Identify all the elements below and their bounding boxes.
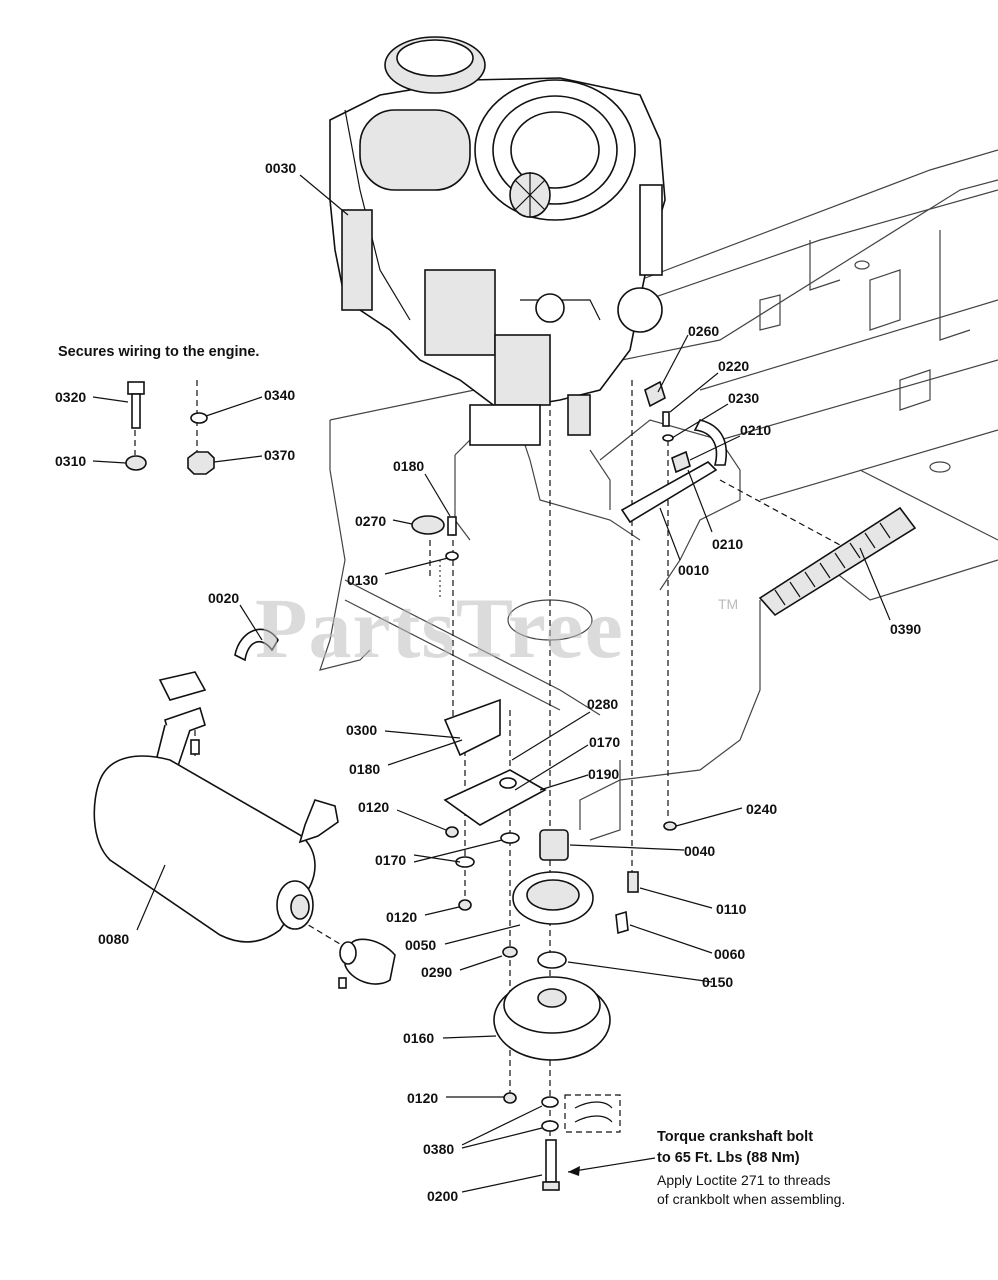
callout-0300[interactable]: 0300 (346, 722, 378, 738)
callout-0380[interactable]: 0380 (423, 1141, 455, 1157)
callout-0120-middle[interactable]: 0120 (386, 909, 418, 925)
callout-0120-upper[interactable]: 0120 (358, 799, 390, 815)
callout-0290[interactable]: 0290 (421, 964, 453, 980)
trademark-mark: TM (718, 596, 739, 612)
callout-0210-lower[interactable]: 0210 (712, 536, 744, 552)
torque-note-line1: Torque crankshaft bolt (657, 1129, 814, 1145)
partstree-watermark: PartsTree (255, 580, 624, 676)
callout-0260[interactable]: 0260 (688, 323, 720, 339)
muffler (93, 671, 396, 989)
callout-0130[interactable]: 0130 (347, 572, 379, 588)
callout-0180-upper[interactable]: 0180 (393, 458, 425, 474)
leader-lines (92, 174, 891, 1193)
callout-0060[interactable]: 0060 (714, 946, 746, 962)
callout-0310[interactable]: 0310 (55, 453, 87, 469)
callout-0220[interactable]: 0220 (718, 358, 750, 374)
callout-0280[interactable]: 0280 (587, 696, 619, 712)
engine (329, 36, 666, 446)
callout-0040[interactable]: 0040 (684, 843, 716, 859)
callout-0160[interactable]: 0160 (403, 1030, 435, 1046)
callout-0080[interactable]: 0080 (98, 931, 130, 947)
callout-0200[interactable]: 0200 (427, 1188, 459, 1204)
callout-0320[interactable]: 0320 (55, 389, 87, 405)
loctite-note-line2: of crankbolt when assembling. (657, 1191, 846, 1207)
callout-0180-lower[interactable]: 0180 (349, 761, 381, 777)
loctite-note-line1: Apply Loctite 271 to threads (657, 1172, 831, 1188)
callout-0150[interactable]: 0150 (702, 974, 734, 990)
callout-0170-lower[interactable]: 0170 (375, 852, 407, 868)
callout-0390[interactable]: 0390 (890, 621, 922, 637)
callout-0050[interactable]: 0050 (405, 937, 437, 953)
callout-0190[interactable]: 0190 (588, 766, 620, 782)
wiring-note: Secures wiring to the engine. (58, 344, 260, 360)
callout-0210-upper[interactable]: 0210 (740, 422, 772, 438)
assembly-centerlines (134, 380, 841, 1160)
callout-0370[interactable]: 0370 (264, 447, 296, 463)
callout-0020[interactable]: 0020 (208, 590, 240, 606)
callout-0270[interactable]: 0270 (355, 513, 387, 529)
callout-0120-lower[interactable]: 0120 (407, 1090, 439, 1106)
callout-0230[interactable]: 0230 (728, 390, 760, 406)
torque-note-line2: to 65 Ft. Lbs (88 Nm) (657, 1150, 800, 1166)
callout-0240[interactable]: 0240 (746, 801, 778, 817)
callout-0030[interactable]: 0030 (265, 160, 297, 176)
callout-0170-upper[interactable]: 0170 (589, 734, 621, 750)
callout-0110[interactable]: 0110 (716, 901, 747, 917)
callout-0010[interactable]: 0010 (678, 562, 710, 578)
callout-0340[interactable]: 0340 (264, 387, 296, 403)
